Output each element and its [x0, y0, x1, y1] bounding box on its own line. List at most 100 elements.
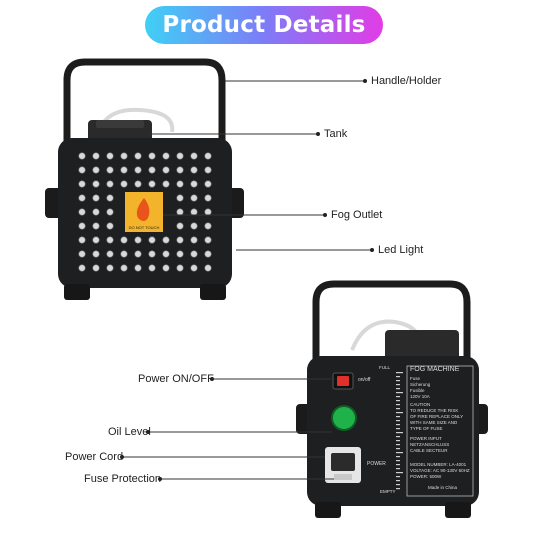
front-tube — [98, 107, 175, 133]
led-bulb — [162, 152, 170, 160]
led-bulb — [134, 250, 142, 258]
machine-title: FOG MACHINE — [410, 366, 460, 373]
callout-power-cord: Power Cord — [65, 451, 124, 463]
front-foot-left — [64, 284, 90, 300]
led-bulb — [176, 222, 184, 230]
power-input-line: POWER INPUT — [410, 436, 442, 441]
fuse-info: Fuse Sicherung Fusible 120V 10A — [410, 376, 430, 400]
fuse-line: 120V 10A — [410, 394, 430, 399]
level-tick — [396, 472, 403, 474]
led-bulb — [106, 208, 114, 216]
level-tick — [396, 380, 400, 382]
level-tick — [396, 484, 400, 486]
level-tick — [396, 384, 400, 386]
led-bulb — [92, 152, 100, 160]
led-bulb — [190, 166, 198, 174]
led-bulb — [176, 166, 184, 174]
led-bulb — [106, 236, 114, 244]
full-label: FULL — [379, 365, 391, 370]
power-input-line: NETZANSCHLUSS — [410, 442, 450, 447]
power-switch-rocker — [337, 376, 349, 386]
level-tick — [396, 392, 403, 394]
caution-line: CAUTION — [410, 402, 431, 407]
led-bulb — [204, 264, 212, 272]
led-bulb — [148, 250, 156, 258]
led-bulb — [148, 264, 156, 272]
level-tick — [396, 480, 400, 482]
level-tick — [396, 424, 400, 426]
led-bulb — [134, 264, 142, 272]
led-bulb — [162, 236, 170, 244]
led-bulb — [190, 250, 198, 258]
led-bulb — [190, 264, 198, 272]
page-title: Product Details — [162, 12, 366, 38]
power-input-line: CABLE SECTEUR — [410, 448, 448, 453]
led-bulb — [148, 152, 156, 160]
level-tick — [396, 396, 400, 398]
flame-icon — [136, 198, 150, 221]
front-handle — [63, 58, 226, 150]
led-bulb — [204, 152, 212, 160]
spec-panel — [406, 365, 474, 497]
level-tick — [396, 464, 400, 466]
fuse-line: Fuse — [410, 376, 421, 381]
level-tick — [396, 440, 400, 442]
level-tick — [396, 420, 400, 422]
led-bulb — [134, 180, 142, 188]
callout-tank: Tank — [324, 128, 348, 140]
led-bulb — [134, 152, 142, 160]
led-bulb — [120, 250, 128, 258]
led-bulb — [176, 250, 184, 258]
back-handle — [312, 280, 471, 372]
led-bulb — [120, 264, 128, 272]
led-bulb — [78, 208, 86, 216]
led-bulb — [78, 180, 86, 188]
switch-label: on/off — [358, 377, 371, 383]
led-bulb — [204, 180, 212, 188]
level-tick — [396, 456, 400, 458]
led-bulb — [120, 166, 128, 174]
led-grid — [78, 152, 212, 272]
back-foot-right — [445, 502, 471, 518]
led-bulb — [78, 166, 86, 174]
level-tick — [396, 488, 400, 490]
led-bulb — [106, 194, 114, 202]
spec-line: MODEL NUMBER: LA-4001 — [410, 462, 467, 467]
led-bulb — [190, 236, 198, 244]
outlet-sticker-text: DO NOT TOUCH — [129, 225, 160, 230]
led-bulb — [106, 264, 114, 272]
caution-line: TYPE OF FUSE — [410, 426, 443, 431]
callout-fuse-protection: Fuse Protection — [84, 473, 162, 485]
back-view — [296, 280, 488, 518]
led-bulb — [92, 166, 100, 174]
caution-box: CAUTION TO REDUCE THE RISK OF FIRE REPLA… — [410, 402, 463, 432]
fuse-holder — [334, 474, 352, 480]
led-bulb — [176, 264, 184, 272]
empty-label: EMPTY — [380, 489, 396, 494]
front-view: DO NOT TOUCH — [45, 58, 244, 300]
back-tank — [385, 330, 459, 364]
level-tick — [396, 372, 403, 374]
led-bulb — [120, 180, 128, 188]
back-foot-left — [315, 502, 341, 518]
callout-oil-level: Oil Level — [108, 426, 151, 438]
led-bulb — [204, 166, 212, 174]
led-bulb — [78, 236, 86, 244]
led-bulb — [78, 264, 86, 272]
level-tick — [396, 404, 400, 406]
level-tick — [396, 468, 400, 470]
led-bulb — [176, 194, 184, 202]
led-bulb — [106, 180, 114, 188]
front-callout-lines — [150, 79, 374, 252]
led-bulb — [106, 152, 114, 160]
led-bulb — [134, 166, 142, 174]
led-bulb — [120, 236, 128, 244]
callout-handle: Handle/Holder — [371, 75, 442, 87]
led-bulb — [78, 250, 86, 258]
caution-line: TO REDUCE THE RISK — [410, 408, 459, 413]
spec-box: MODEL NUMBER: LA-4001 VOLTAGE: AC 90-130… — [410, 462, 470, 480]
level-tick — [396, 408, 400, 410]
led-bulb — [148, 166, 156, 174]
led-bulb — [120, 152, 128, 160]
